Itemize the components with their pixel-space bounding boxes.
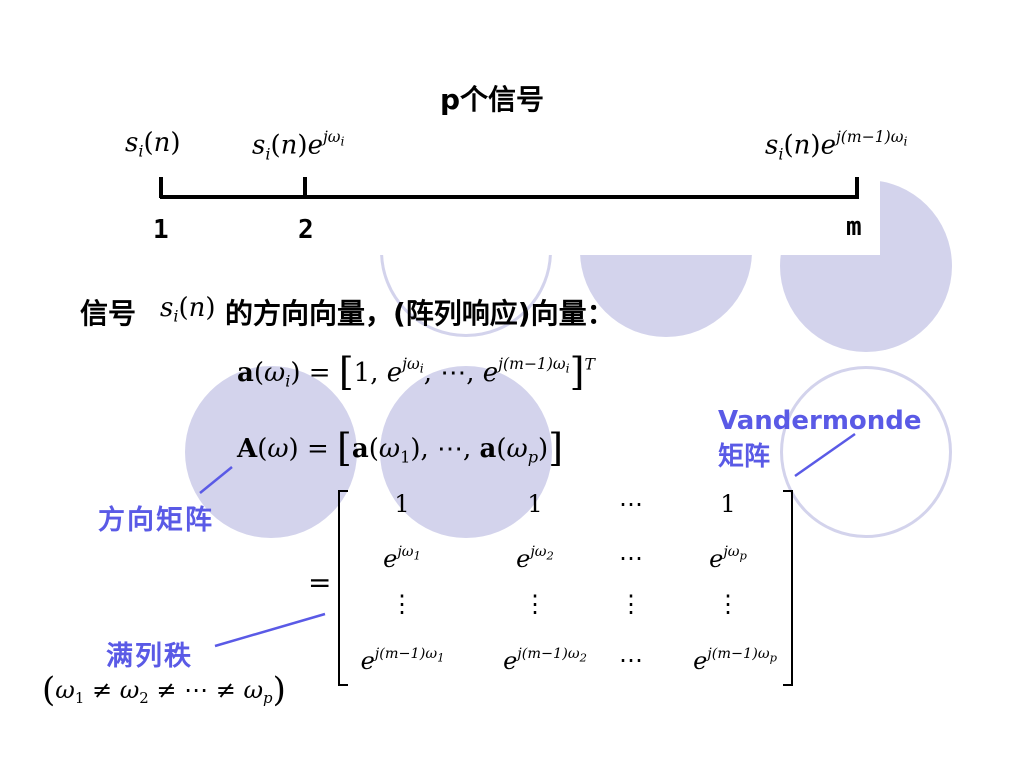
signal-label-second: si(n)ejωi [252, 128, 345, 164]
tick-label-m: m [846, 212, 862, 242]
direction-prefix: 信号 [80, 297, 137, 330]
matrix-bracket-right [783, 490, 793, 686]
matrix-cell-r3c4: ⋮ [716, 590, 740, 618]
matrix-cell-r2c1: ejω1 [383, 544, 421, 573]
matrix-cell-r1c3: ⋯ [619, 490, 643, 518]
slide-title: p个信号 [440, 83, 545, 116]
annotation-vandermonde: Vandermonde矩阵 [718, 406, 922, 472]
matrix-cell-r3c3: ⋮ [619, 590, 643, 618]
annotation-direction-matrix: 方向矩阵 [98, 505, 214, 536]
matrix-cell-r2c4: ejωp [709, 544, 747, 573]
matrix-bracket-left [338, 490, 348, 686]
matrix-cell-r4c4: ej(m−1)ωp [693, 646, 777, 675]
bg-mask [370, 150, 880, 255]
matrix-cell-r1c2: 1 [527, 490, 543, 518]
signal-label-first: si(n) [125, 128, 181, 161]
bg-circle-filled-3 [185, 366, 357, 538]
array-axis-line [160, 195, 859, 199]
tick-label-2: 2 [298, 215, 314, 245]
annotation-full-rank: 满列秩 [106, 641, 193, 672]
bg-circle-filled-4 [380, 366, 552, 538]
array-tick-m [855, 177, 859, 198]
matrix-cell-r2c3: ⋯ [619, 544, 643, 572]
tick-label-1: 1 [153, 215, 169, 245]
bg-circle-outline-2 [780, 366, 952, 538]
matrix-cell-r3c1: ⋮ [390, 590, 414, 618]
matrix-cell-r1c4: 1 [720, 490, 736, 518]
matrix-cell-r2c2: ejω2 [516, 544, 554, 573]
matrix-equals: = [308, 566, 332, 599]
equation-A-matrix: A(ω) = [a(ω1), ⋯, a(ωp)] [237, 426, 564, 470]
matrix-cell-r4c1: ej(m−1)ω1 [360, 646, 445, 675]
matrix-cell-r1c1: 1 [394, 490, 410, 518]
matrix-cell-r4c2: ej(m−1)ω2 [503, 646, 587, 675]
pointer-full-rank [214, 612, 326, 648]
matrix-cell-r4c3: ⋯ [619, 646, 643, 674]
annotation-condition: (ω1 ≠ ω2 ≠ ⋯ ≠ ωp) [42, 670, 286, 710]
matrix-cell-r3c2: ⋮ [523, 590, 547, 618]
direction-suffix: 的方向向量，(阵列响应)向量： [225, 297, 615, 330]
array-tick-1 [159, 177, 163, 198]
direction-signal-symbol: si(n) [160, 293, 216, 326]
signal-label-last: si(n)ej(m−1)ωi [765, 128, 908, 164]
equation-a-vector: a(ωi) = [1, ejωi, ⋯, ej(m−1)ωi]T [237, 350, 595, 394]
array-tick-2 [303, 177, 307, 198]
